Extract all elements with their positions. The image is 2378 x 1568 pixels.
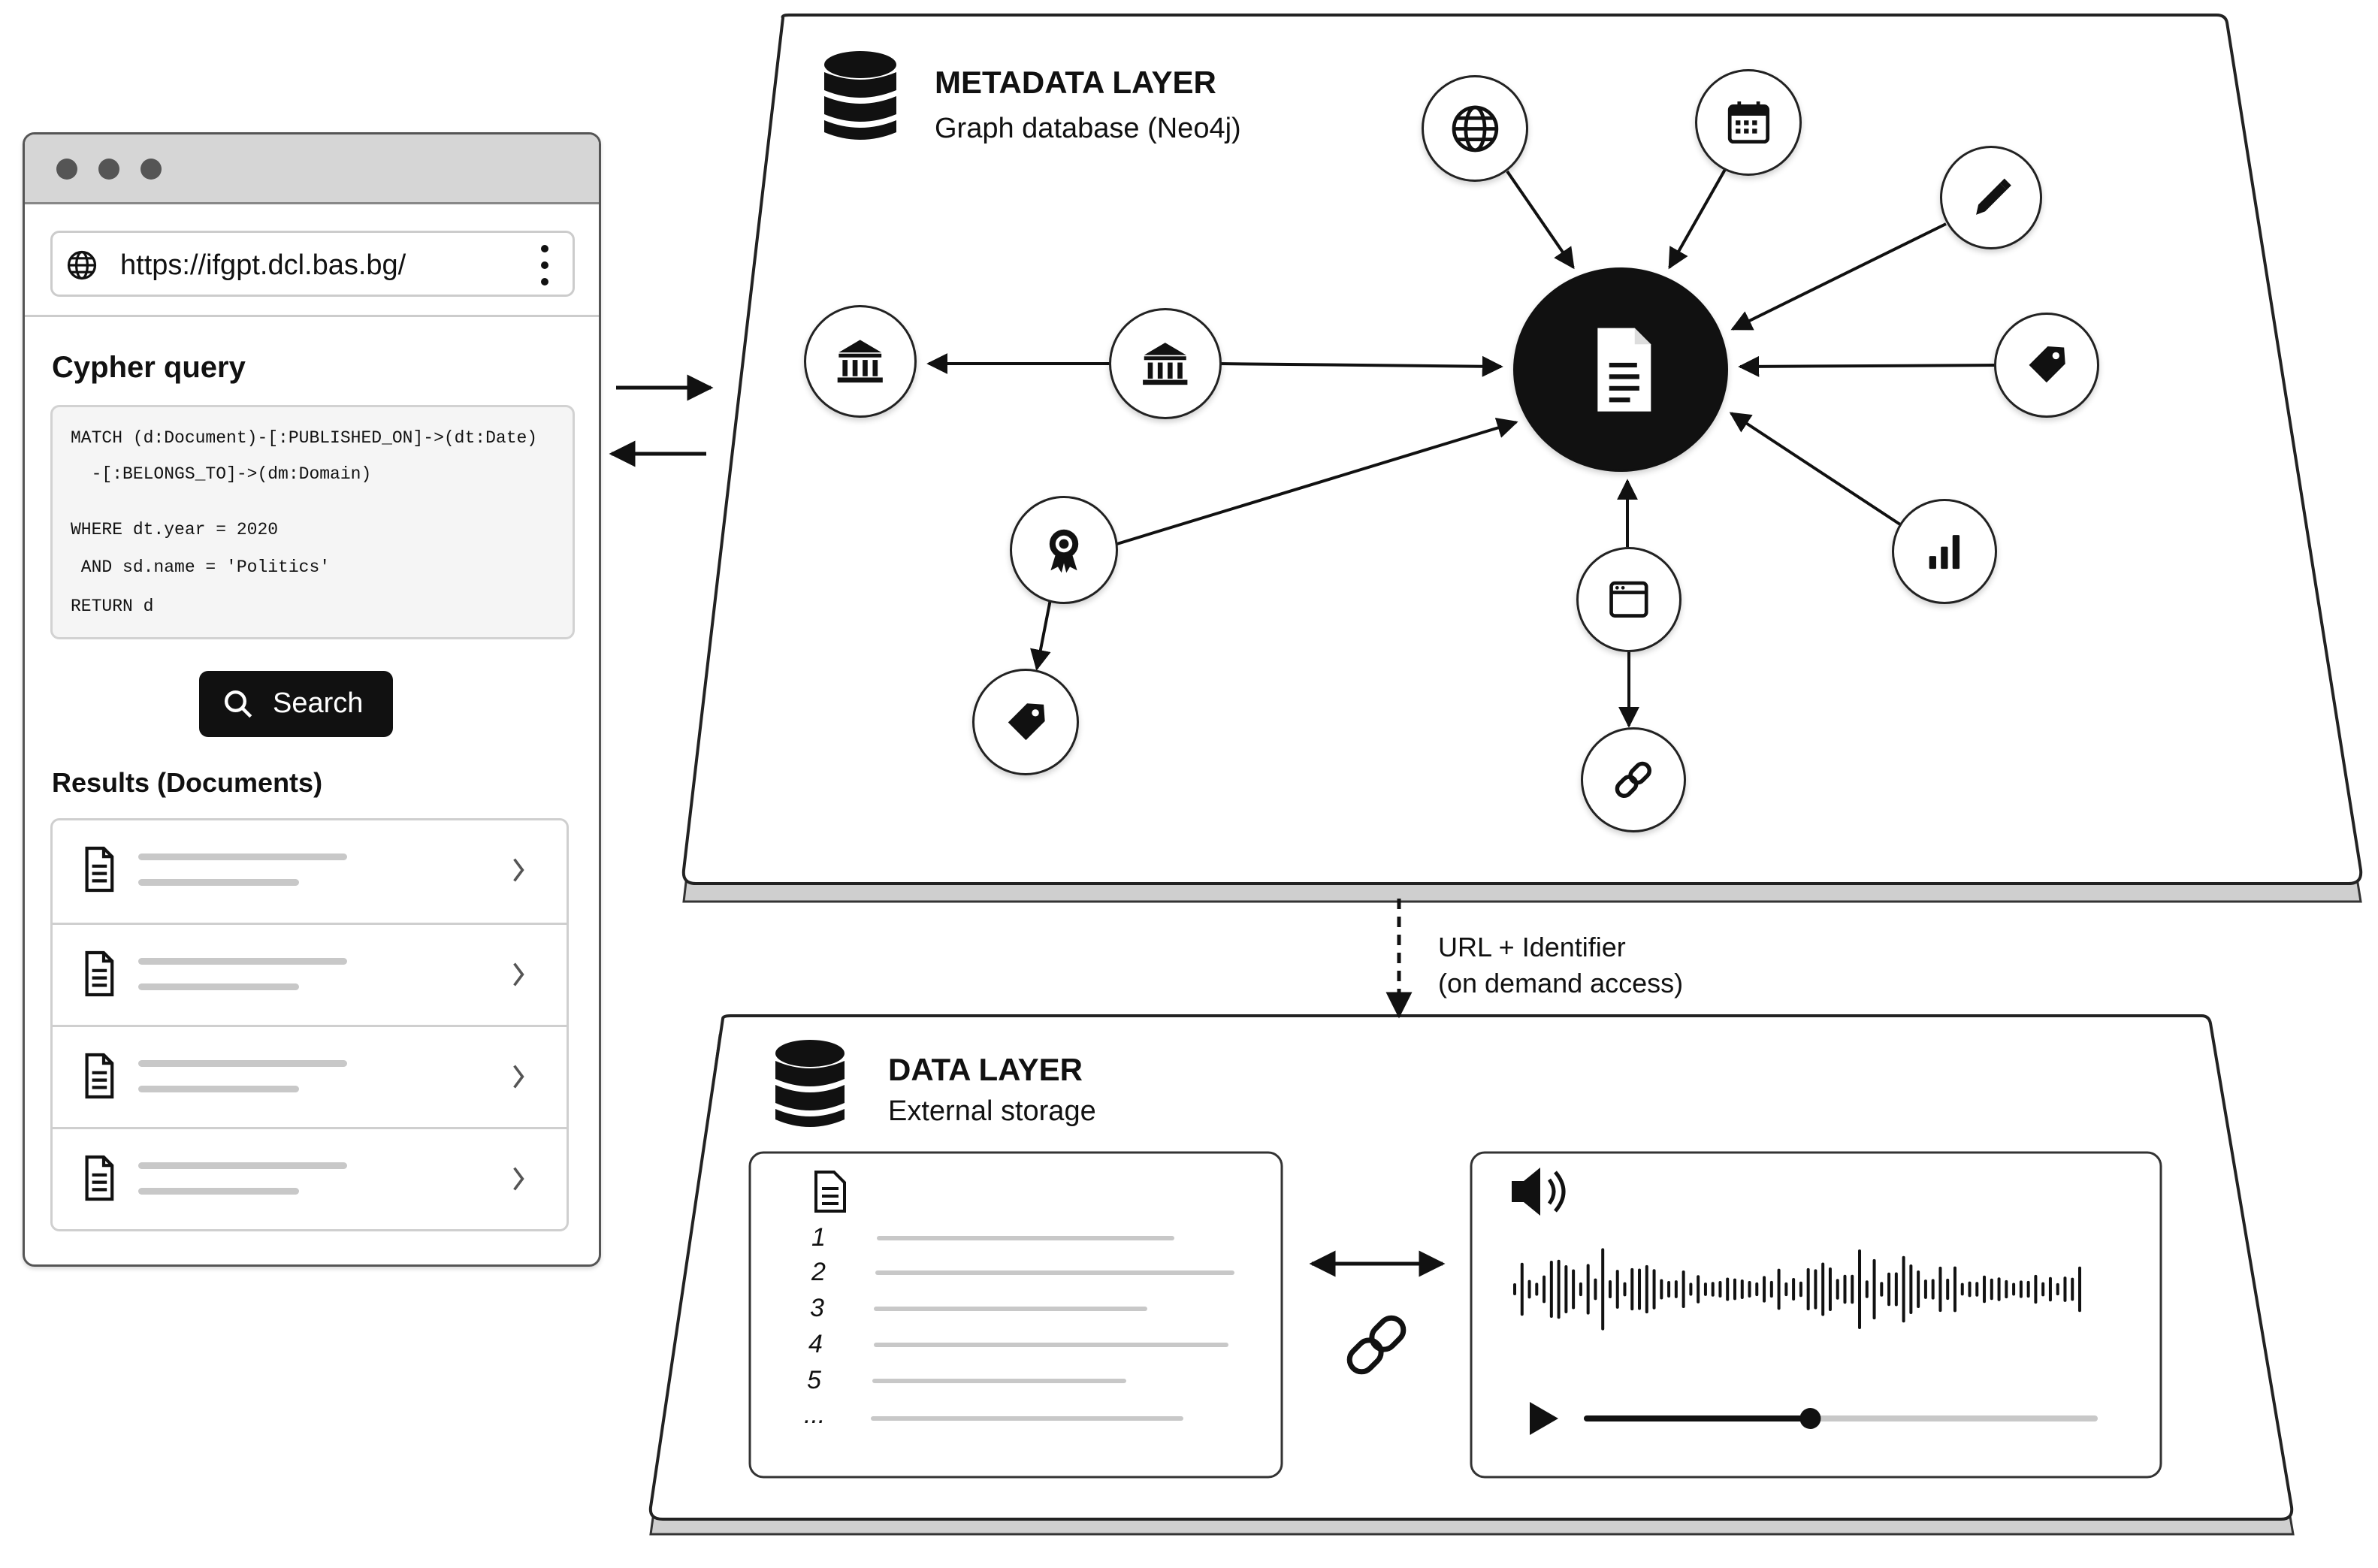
graph-node-institution-2 [804, 305, 917, 418]
tag-icon [1008, 702, 1045, 740]
result-title-placeholder [138, 853, 347, 860]
tag-icon [2029, 346, 2065, 383]
graph-node-institution [1109, 308, 1222, 419]
divider [25, 315, 599, 317]
document-icon [85, 1155, 114, 1201]
database-icon [775, 1040, 845, 1127]
globe-icon [67, 250, 97, 280]
result-title-placeholder [138, 1162, 347, 1169]
metadata-platform [681, 14, 2363, 903]
kebab-menu-icon[interactable] [541, 245, 550, 287]
audio-waveform [1513, 1248, 2081, 1331]
document-icon [85, 846, 114, 893]
result-subtitle-placeholder [138, 983, 299, 990]
search-icon [224, 690, 252, 718]
connector-label: URL + Identifier [1438, 932, 1626, 962]
line-number: 1 [811, 1223, 826, 1252]
data-layer-title: DATA LAYER [888, 1052, 1083, 1087]
search-button[interactable]: Search [199, 671, 393, 737]
bar-chart-icon [1929, 535, 1960, 569]
line-number: 2 [811, 1258, 826, 1286]
link-icon [1346, 1315, 1407, 1375]
query-title: Cypher query [52, 351, 246, 384]
data-layer-subtitle: External storage [888, 1095, 1096, 1127]
calendar-icon [1727, 101, 1769, 144]
line-number: 4 [808, 1330, 823, 1358]
result-row[interactable] [53, 923, 567, 1025]
result-subtitle-placeholder [138, 1188, 299, 1195]
document-icon [814, 1171, 846, 1213]
chevron-right-icon [513, 1065, 524, 1089]
results-list [50, 818, 569, 1231]
graph-node-award [1010, 496, 1118, 604]
graph-edges [926, 166, 1999, 728]
result-row[interactable] [53, 820, 567, 923]
query-line: AND sd.name = 'Politics' [71, 557, 331, 577]
document-text-lines [871, 1236, 1234, 1421]
document-icon [1597, 328, 1651, 412]
metadata-layer-title: METADATA LAYER [935, 65, 1216, 100]
center-document-node [1513, 267, 1728, 472]
chevron-right-icon [513, 1167, 524, 1191]
results-title: Results (Documents) [52, 767, 323, 798]
result-title-placeholder [138, 958, 347, 965]
result-row[interactable] [53, 1025, 567, 1127]
line-number: 3 [810, 1294, 824, 1322]
graph-node-globe [1422, 75, 1528, 182]
query-line: WHERE dt.year = 2020 [71, 520, 279, 539]
url-text[interactable]: https://ifgpt.dcl.bas.bg/ [120, 249, 406, 281]
metadata-layer-subtitle: Graph database (Neo4j) [935, 113, 1241, 144]
graph-node-pencil [1940, 146, 2042, 249]
browser-window: https://ifgpt.dcl.bas.bg/ Cypher query M… [23, 132, 601, 1267]
institution-icon [1143, 342, 1188, 385]
connector-sublabel: (on demand access) [1438, 968, 1684, 999]
chevron-right-icon [513, 962, 524, 986]
chevron-right-icon [513, 858, 524, 882]
browser-titlebar [25, 134, 599, 204]
text-document-panel [748, 1151, 1283, 1479]
search-button-label: Search [273, 687, 364, 719]
pencil-icon [1976, 178, 2012, 215]
document-icon [85, 950, 114, 997]
line-number: 5 [807, 1366, 821, 1394]
audio-scrubber-knob[interactable] [1799, 1408, 1821, 1429]
window-control-dot[interactable] [98, 159, 119, 180]
database-icon [824, 51, 896, 140]
award-icon [1049, 529, 1079, 573]
graph-node-chart [1892, 499, 1997, 604]
globe-icon [1452, 105, 1498, 152]
window-control-dot[interactable] [141, 159, 162, 180]
window-icon [1609, 581, 1648, 618]
document-icon [85, 1053, 114, 1099]
result-subtitle-placeholder [138, 1086, 299, 1092]
result-subtitle-placeholder [138, 879, 299, 886]
institution-icon [837, 340, 884, 383]
result-title-placeholder [138, 1060, 347, 1067]
query-line: MATCH (d:Document)-[:PUBLISHED_ON]->(dt:… [71, 428, 538, 448]
line-number: ... [804, 1400, 826, 1429]
graph-node-calendar [1695, 69, 1802, 176]
link-icon [1615, 761, 1652, 799]
audio-panel [1470, 1151, 2162, 1479]
play-icon[interactable] [1530, 1402, 1558, 1435]
window-control-dot[interactable] [56, 159, 77, 180]
graph-node-tag [1994, 313, 2099, 418]
query-line: -[:BELONGS_TO]->(dm:Domain) [71, 464, 372, 484]
query-editor[interactable]: MATCH (d:Document)-[:PUBLISHED_ON]->(dt:… [50, 405, 575, 639]
result-row[interactable] [53, 1127, 567, 1229]
address-bar[interactable]: https://ifgpt.dcl.bas.bg/ [50, 231, 575, 297]
graph-node-link [1581, 727, 1686, 832]
graph-node-tag-2 [972, 669, 1079, 775]
speaker-icon [1512, 1168, 1566, 1216]
graph-node-window [1576, 547, 1682, 652]
query-line: RETURN d [71, 597, 154, 616]
